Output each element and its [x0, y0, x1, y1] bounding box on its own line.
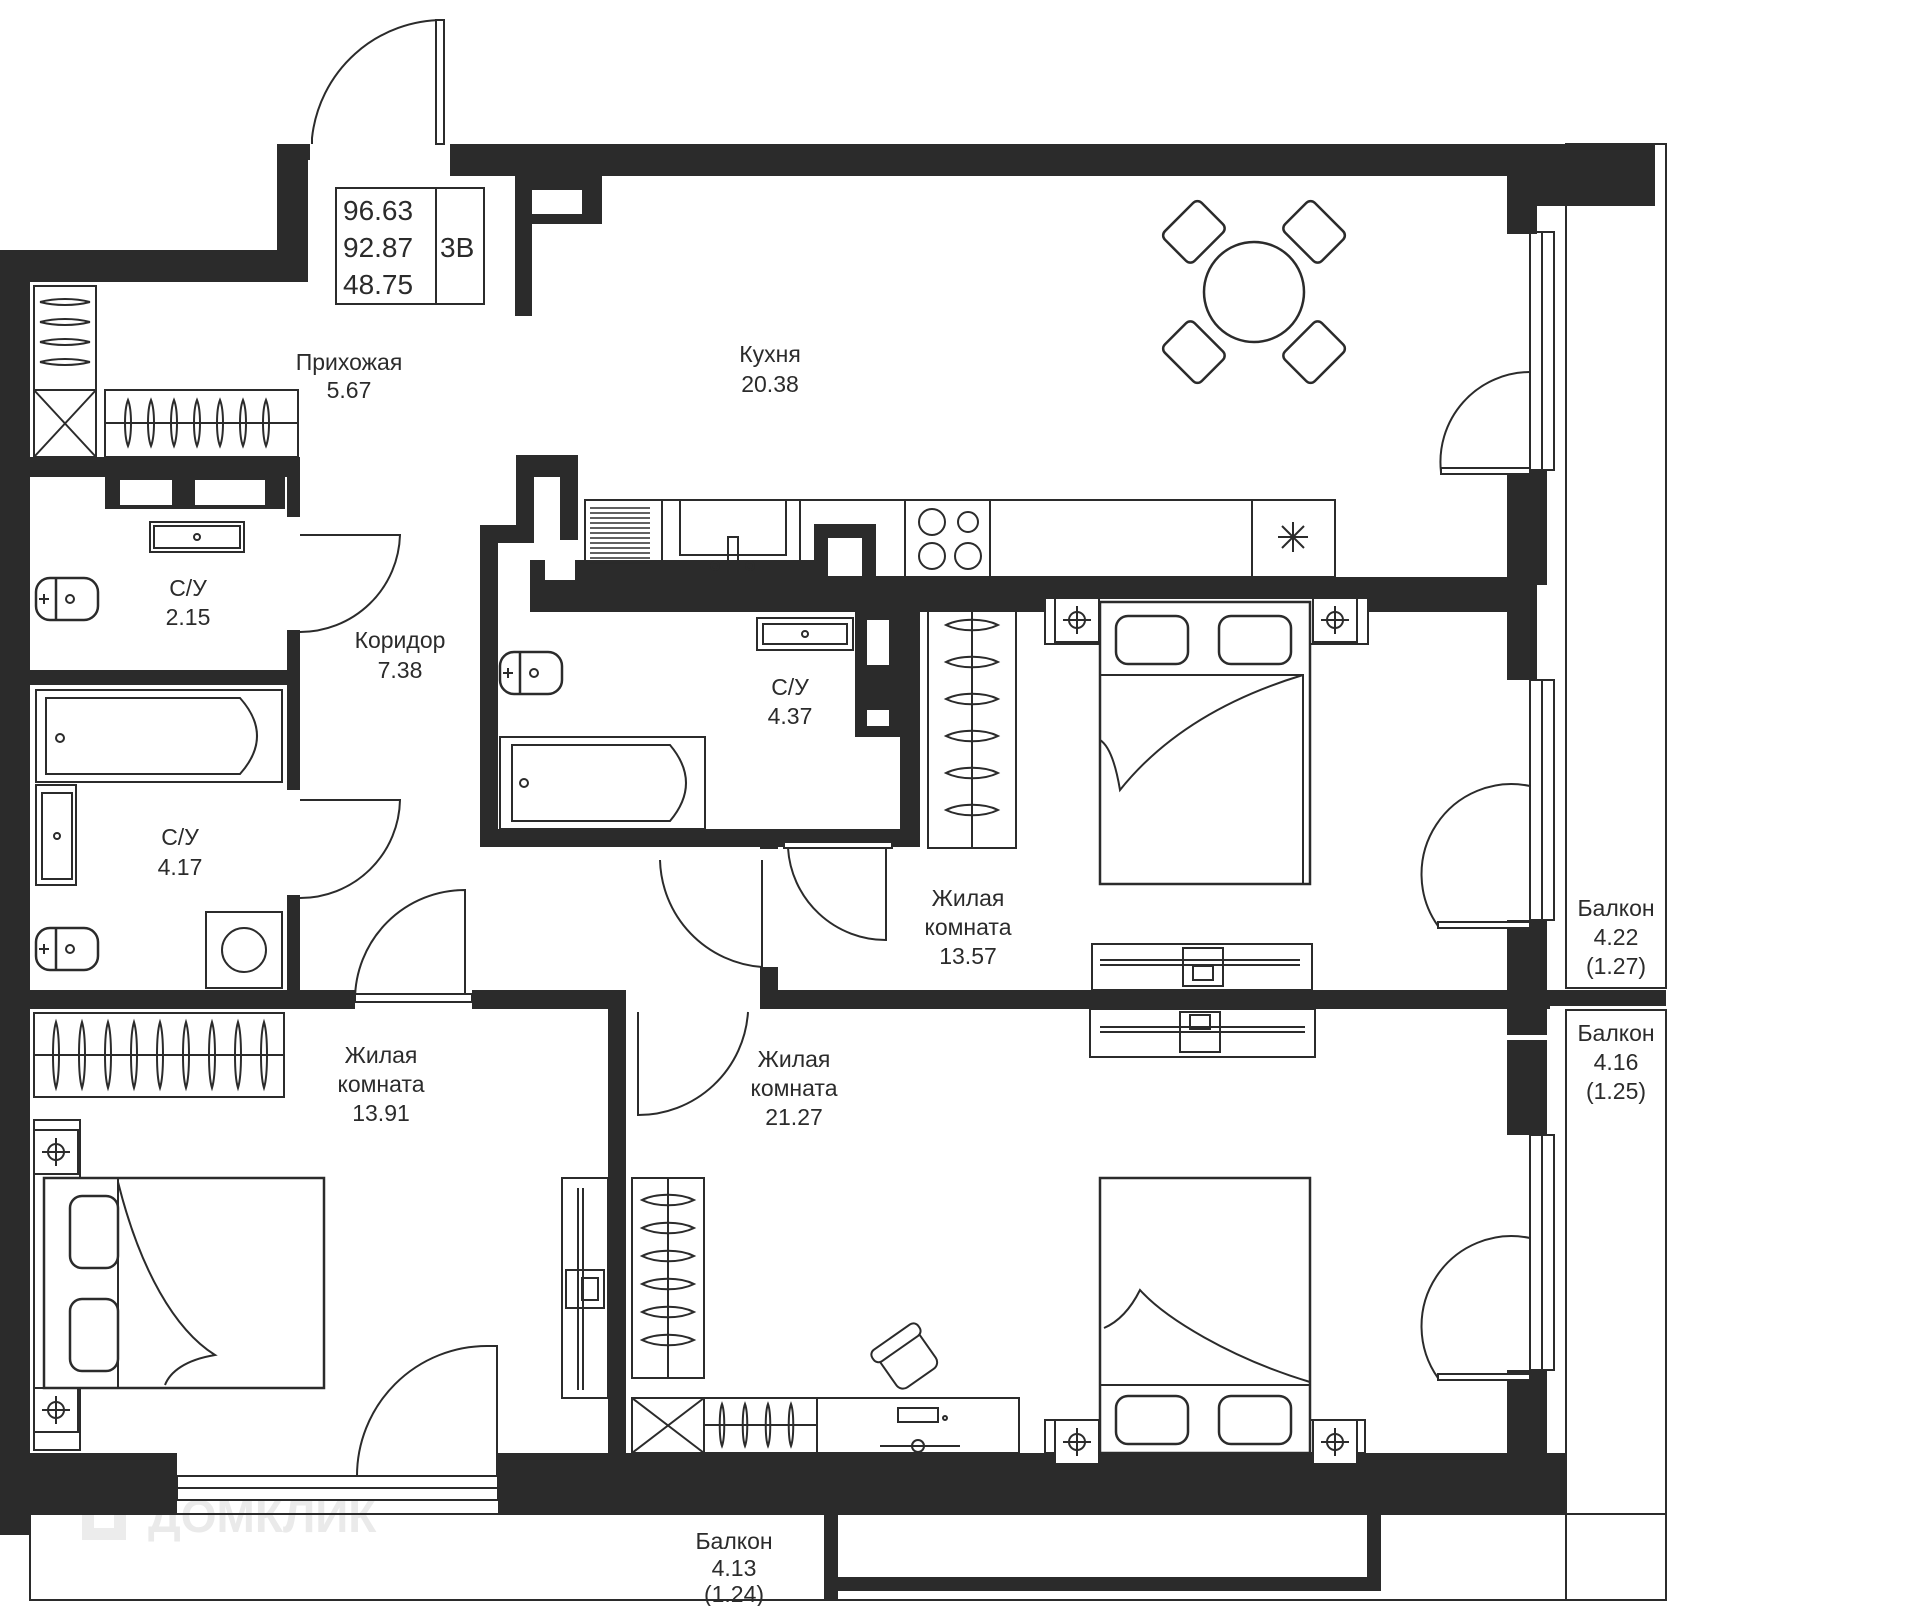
windows-right: [1529, 231, 1555, 1371]
bedroom-1-name-line1: Жилая: [932, 885, 1005, 911]
balcony-2-area: 4.16: [1594, 1049, 1639, 1075]
dining-table: [1161, 199, 1347, 385]
balcony-1-area: 4.22: [1594, 924, 1639, 950]
balconies-outline: [29, 143, 1667, 1601]
hallway-name: Прихожая: [296, 349, 403, 375]
bedroom-1-name-line2: комната: [925, 914, 1012, 940]
bathroom-1-area: 2.15: [166, 604, 211, 630]
bedroom-2-furniture: [33, 1012, 609, 1451]
bedroom-2-name-line1: Жилая: [345, 1042, 418, 1068]
balcony-3-name: Балкон: [695, 1528, 772, 1554]
corridor-name: Коридор: [355, 627, 446, 653]
bathroom-2-area: 4.17: [158, 854, 203, 880]
kitchen-name: Кухня: [739, 341, 801, 367]
doors: [299, 18, 1531, 1477]
room-labels: Прихожая 5.67 Кухня 20.38 С/У 2.15 Корид…: [158, 341, 1655, 1606]
bathroom-1-fixtures: [34, 521, 245, 622]
bedroom-3-area: 21.27: [765, 1104, 823, 1130]
living-area: 48.75: [343, 269, 413, 300]
balcony-2-reduced-area: (1.25): [1586, 1078, 1646, 1104]
bathroom-2-name: С/У: [161, 824, 199, 850]
bathroom-3-area: 4.37: [768, 703, 813, 729]
bedroom-2-area: 13.91: [352, 1100, 410, 1126]
bathroom-2-fixtures: [34, 689, 283, 989]
balcony-3-reduced-area: (1.24): [704, 1581, 764, 1606]
total-area: 96.63: [343, 195, 413, 226]
bedroom-1-furniture: [927, 597, 1369, 991]
area-without-balconies: 92.87: [343, 232, 413, 263]
balcony-1-reduced-area: (1.27): [1586, 953, 1646, 979]
summary-box: 96.63 92.87 48.75 3В: [335, 187, 485, 305]
balcony-1-name: Балкон: [1577, 895, 1654, 921]
hallway-area: 5.67: [327, 377, 372, 403]
window-bottom: [176, 1475, 499, 1501]
watermark: ДОМКЛИК: [82, 1478, 377, 1542]
bathroom-3-fixtures: [498, 617, 854, 830]
bedroom-1-area: 13.57: [939, 943, 997, 969]
bedroom-3-name-line2: комната: [751, 1075, 838, 1101]
balcony-3-area: 4.13: [712, 1555, 757, 1581]
apartment-type: 3В: [440, 232, 474, 263]
bedroom-3-furniture: [631, 1008, 1366, 1465]
hallway-wardrobe: [33, 285, 299, 458]
kitchen-counter: [584, 499, 1336, 578]
bedroom-2-name-line2: комната: [338, 1071, 425, 1097]
watermark-text: ДОМКЛИК: [148, 1490, 377, 1542]
kitchen-area: 20.38: [741, 371, 799, 397]
bedroom-3-name-line1: Жилая: [758, 1046, 831, 1072]
balcony-divider: [1547, 990, 1666, 1006]
bathroom-1-name: С/У: [169, 575, 207, 601]
balcony-2-name: Балкон: [1577, 1020, 1654, 1046]
bathroom-3-name: С/У: [771, 674, 809, 700]
corridor-area: 7.38: [378, 657, 423, 683]
